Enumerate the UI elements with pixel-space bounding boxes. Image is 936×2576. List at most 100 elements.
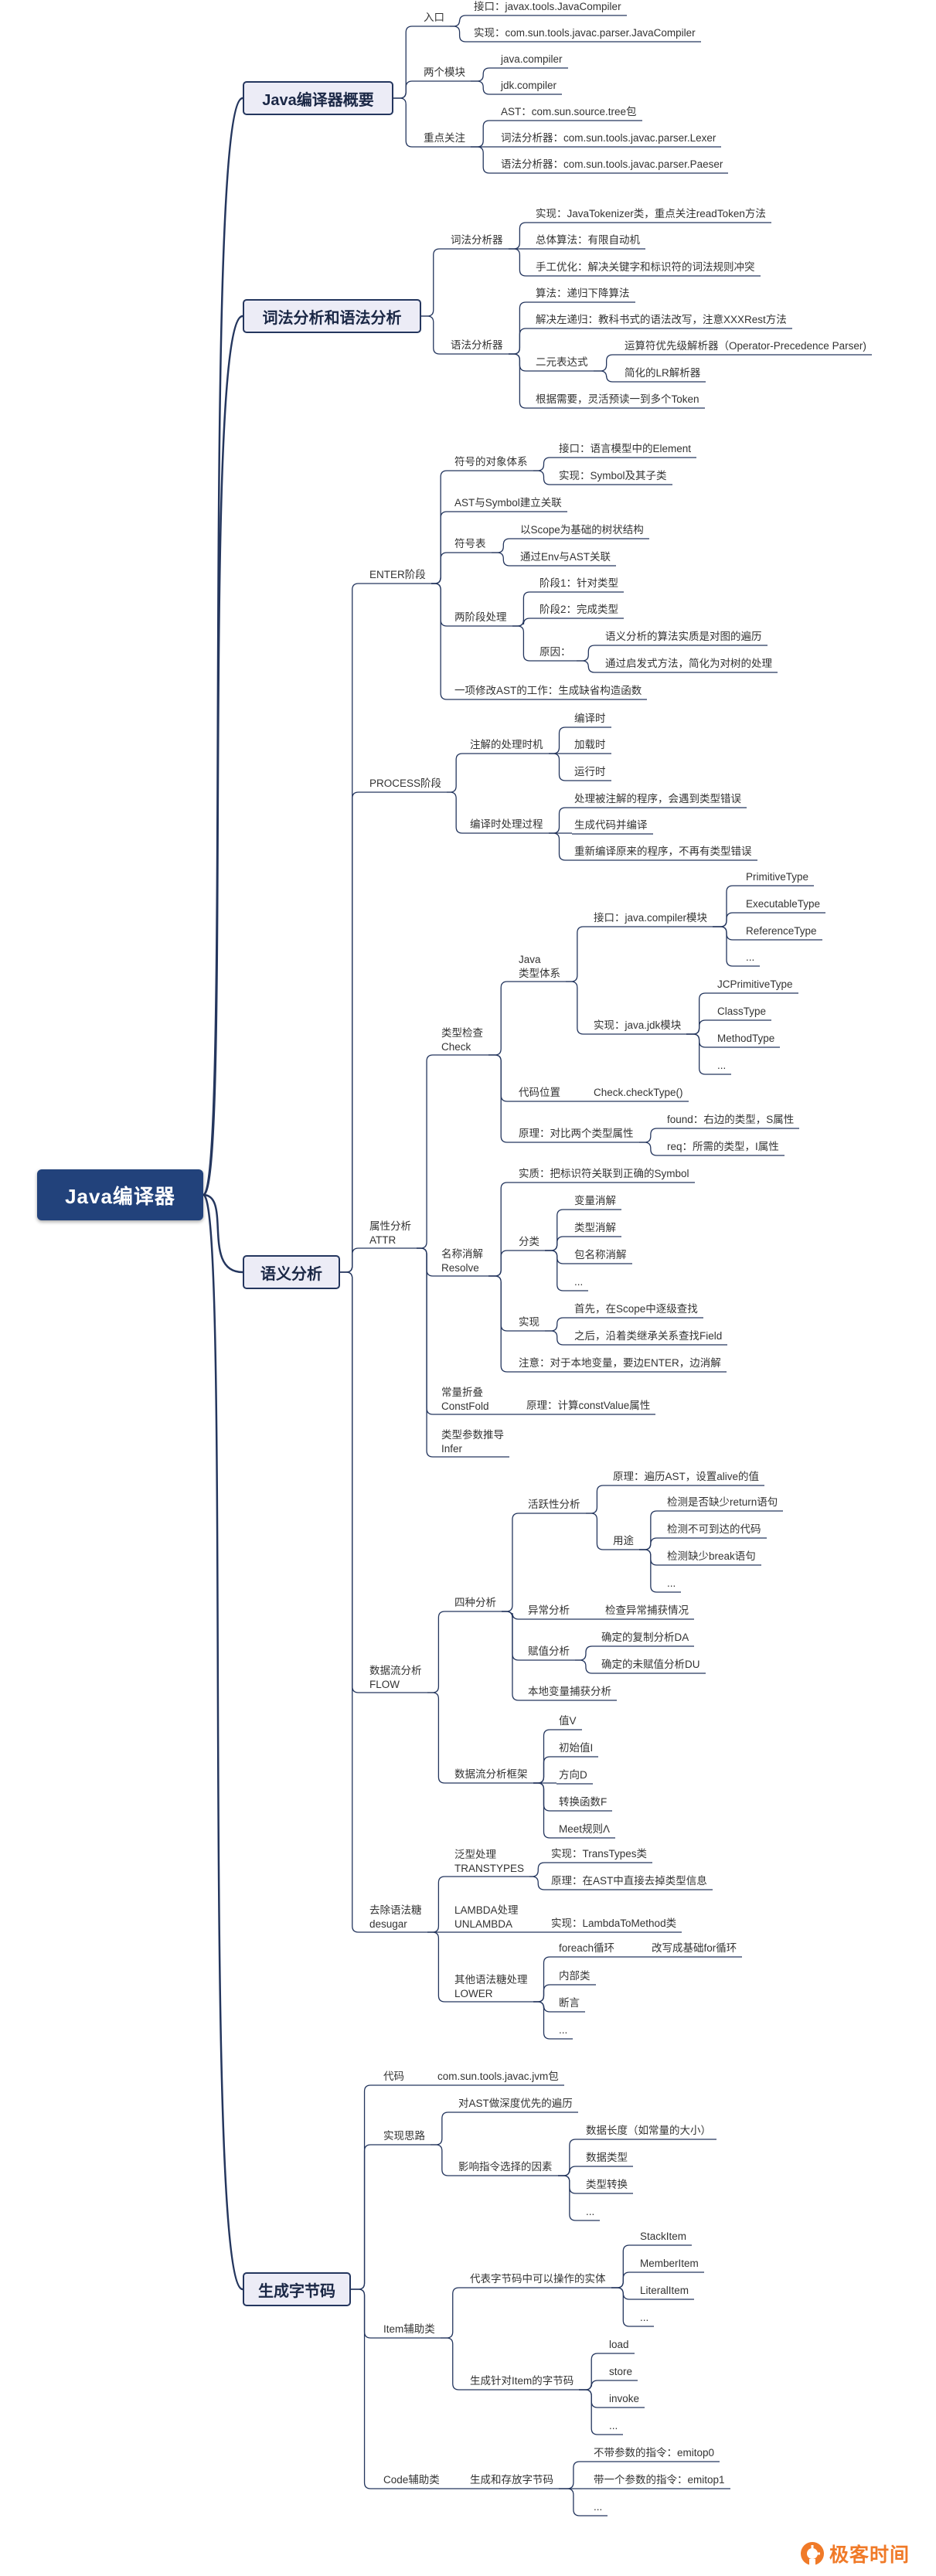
node-ds-a1[interactable]: 实现：TransTypes类 [551, 1848, 648, 1860]
node-ls-s3b[interactable]: 简化的LR解析器 [625, 367, 701, 379]
branch-semantic[interactable]: 语义分析 [243, 1255, 340, 1289]
node-bc-idea2d[interactable]: ... [586, 2206, 595, 2217]
node-ds-b[interactable]: LAMBDA处理 UNLAMBDA [454, 1904, 519, 1930]
branch-bytecode[interactable]: 生成字节码 [243, 2272, 351, 2306]
node-at-im2[interactable]: ClassType [717, 1006, 767, 1017]
node-en-b[interactable]: AST与Symbol建立关联 [454, 497, 562, 509]
node-bc-item2b[interactable]: store [609, 2366, 633, 2377]
node-ov-f1[interactable]: AST：com.sun.source.tree包 [501, 106, 637, 117]
node-ds-c1[interactable]: foreach循环 [559, 1942, 615, 1954]
node-at-chk[interactable]: 类型检查 Check [441, 1027, 483, 1053]
node-fl-fw3[interactable]: 方向D [559, 1769, 587, 1781]
node-bc-item2a[interactable]: load [609, 2339, 629, 2350]
node-ds[interactable]: 去除语法糖 desugar [369, 1904, 422, 1930]
node-ls-s4[interactable]: 根据需要，灵活预读一到多个Token [536, 393, 699, 405]
root-node[interactable]: Java编译器 [37, 1169, 203, 1220]
node-at-loc1[interactable]: Check.checkType() [594, 1087, 683, 1098]
node-fl-as1[interactable]: 确定的复制分析DA [601, 1632, 689, 1643]
node-ds-c3[interactable]: 断言 [559, 1997, 580, 2009]
node-fl-exc1[interactable]: 检查异常捕获情况 [605, 1604, 689, 1616]
node-at-res-b3[interactable]: 包名称消解 [574, 1249, 627, 1261]
node-bc-code1[interactable]: com.sun.tools.javac.jvm包 [437, 2071, 559, 2082]
node-ov-f2[interactable]: 词法分析器：com.sun.tools.javac.parser.Lexer [501, 132, 716, 144]
node-ls-lex[interactable]: 词法分析器 [451, 234, 503, 246]
node-at-pr2[interactable]: req：所需的类型，I属性 [667, 1141, 779, 1152]
node-fl-as[interactable]: 赋值分析 [528, 1645, 570, 1657]
node-bc-idea[interactable]: 实现思路 [383, 2130, 425, 2142]
node-fl-exc[interactable]: 异常分析 [528, 1604, 570, 1616]
node-pr[interactable]: PROCESS阶段 [369, 778, 442, 789]
branch-overview[interactable]: Java编译器概要 [243, 81, 393, 115]
node-at-if2[interactable]: ExecutableType [746, 898, 821, 910]
node-fl-use3[interactable]: 检测缺少break语句 [667, 1550, 756, 1562]
node-at-res-b4[interactable]: ... [574, 1276, 584, 1288]
node-bc-item1c[interactable]: LiteralItem [640, 2285, 689, 2296]
node-at-pr1[interactable]: found：右边的类型，S属性 [667, 1114, 795, 1125]
node-fl[interactable]: 数据流分析 FLOW [369, 1665, 422, 1690]
node-fl-as2[interactable]: 确定的未赋值分析DU [601, 1659, 700, 1670]
node-ls-s3[interactable]: 二元表达式 [536, 356, 588, 368]
node-ds-c1a[interactable]: 改写成基础for循环 [652, 1942, 737, 1954]
node-ds-c4[interactable]: ... [559, 2024, 568, 2036]
node-fl-fw5[interactable]: Meet规则Λ [559, 1823, 611, 1835]
node-fl-live1[interactable]: 原理：遍历AST，设置alive的值 [613, 1471, 760, 1482]
node-at-res-b2[interactable]: 类型消解 [574, 1222, 616, 1234]
node-at-res-a[interactable]: 实质：把标识符关联到正确的Symbol [519, 1168, 689, 1179]
node-ds-a[interactable]: 泛型处理 TRANSTYPES [454, 1849, 525, 1874]
node-pr-a1[interactable]: 编译时 [574, 713, 606, 724]
node-en-d3[interactable]: 原因： [539, 646, 571, 658]
node-bc-code[interactable]: 代码 [383, 2071, 404, 2082]
node-at-res-b[interactable]: 分类 [519, 1236, 539, 1247]
node-bc-item2d[interactable]: ... [609, 2420, 618, 2431]
node-at-im3[interactable]: MethodType [717, 1033, 775, 1044]
node-bc-idea1[interactable]: 对AST做深度优先的遍历 [458, 2098, 573, 2109]
node-at[interactable]: 属性分析 ATTR [369, 1220, 411, 1246]
node-at-im4[interactable]: ... [717, 1060, 727, 1071]
node-at-if[interactable]: 接口：java.compiler模块 [594, 912, 708, 924]
node-fl-live[interactable]: 活跃性分析 [528, 1499, 580, 1510]
node-at-cf1[interactable]: 原理：计算constValue属性 [526, 1400, 651, 1411]
node-at-res-d[interactable]: 注意：对于本地变量，要边ENTER，边消解 [519, 1357, 721, 1369]
node-ov-e2[interactable]: 实现：com.sun.tools.javac.parser.JavaCompil… [474, 27, 696, 39]
node-bc-cg1b[interactable]: 带一个参数的指令：emitop1 [594, 2474, 725, 2486]
node-ds-c[interactable]: 其他语法糖处理 LOWER [454, 1974, 528, 1999]
node-at-res-c1[interactable]: 首先，在Scope中逐级查找 [574, 1303, 698, 1315]
node-bc-idea2[interactable]: 影响指令选择的因素 [458, 2161, 553, 2173]
node-fl-use1[interactable]: 检测是否缺少return语句 [667, 1496, 778, 1508]
node-ls-l3[interactable]: 手工优化：解决关键字和标识符的词法规则冲突 [536, 261, 755, 273]
node-ov-entry[interactable]: 入口 [424, 12, 444, 23]
node-fl-use[interactable]: 用途 [613, 1535, 634, 1547]
node-bc-item2[interactable]: 生成针对Item的字节码 [470, 2375, 574, 2387]
node-pr-b3[interactable]: 重新编译原来的程序，不再有类型错误 [574, 846, 752, 857]
node-ds-c2[interactable]: 内部类 [559, 1970, 591, 1982]
node-ov-mod[interactable]: 两个模块 [424, 66, 465, 78]
node-en-a[interactable]: 符号的对象体系 [454, 456, 528, 468]
node-en-d2[interactable]: 阶段2：完成类型 [539, 604, 619, 615]
node-at-if4[interactable]: ... [746, 951, 755, 963]
node-ls-syn[interactable]: 语法分析器 [451, 339, 503, 351]
node-en-d[interactable]: 两阶段处理 [454, 611, 507, 623]
node-bc-idea2c[interactable]: 类型转换 [586, 2179, 628, 2190]
node-en-e[interactable]: 一项修改AST的工作：生成缺省构造函数 [454, 685, 642, 696]
node-at-jts[interactable]: Java 类型体系 [519, 954, 560, 979]
node-at-if3[interactable]: ReferenceType [746, 925, 817, 937]
node-ov-m2[interactable]: jdk.compiler [501, 80, 557, 91]
node-en-c[interactable]: 符号表 [454, 538, 486, 550]
node-at-im[interactable]: 实现：java.jdk模块 [594, 1019, 682, 1031]
node-ov-m1[interactable]: java.compiler [501, 53, 563, 65]
node-bc-item1a[interactable]: StackItem [640, 2231, 687, 2242]
node-pr-b[interactable]: 编译时处理过程 [470, 818, 543, 830]
node-fl-4[interactable]: 四种分析 [454, 1597, 496, 1608]
node-en-a1[interactable]: 接口：语言模型中的Element [559, 443, 692, 454]
node-bc-cg1a[interactable]: 不带参数的指令：emitop0 [594, 2447, 715, 2459]
node-en-c2[interactable]: 通过Env与AST关联 [520, 551, 611, 563]
node-fl-use2[interactable]: 检测不可到达的代码 [667, 1523, 761, 1535]
node-at-im1[interactable]: JCPrimitiveType [717, 978, 793, 990]
node-ls-l1[interactable]: 实现：JavaTokenizer类，重点关注readToken方法 [536, 208, 766, 219]
node-ls-l2[interactable]: 总体算法：有限自动机 [536, 234, 640, 246]
node-pr-b2[interactable]: 生成代码并编译 [574, 819, 648, 831]
node-en-a2[interactable]: 实现：Symbol及其子类 [559, 470, 667, 482]
node-en-c1[interactable]: 以Scope为基础的树状结构 [520, 524, 644, 536]
node-at-res[interactable]: 名称消解 Resolve [441, 1248, 483, 1274]
node-pr-a3[interactable]: 运行时 [574, 766, 606, 778]
